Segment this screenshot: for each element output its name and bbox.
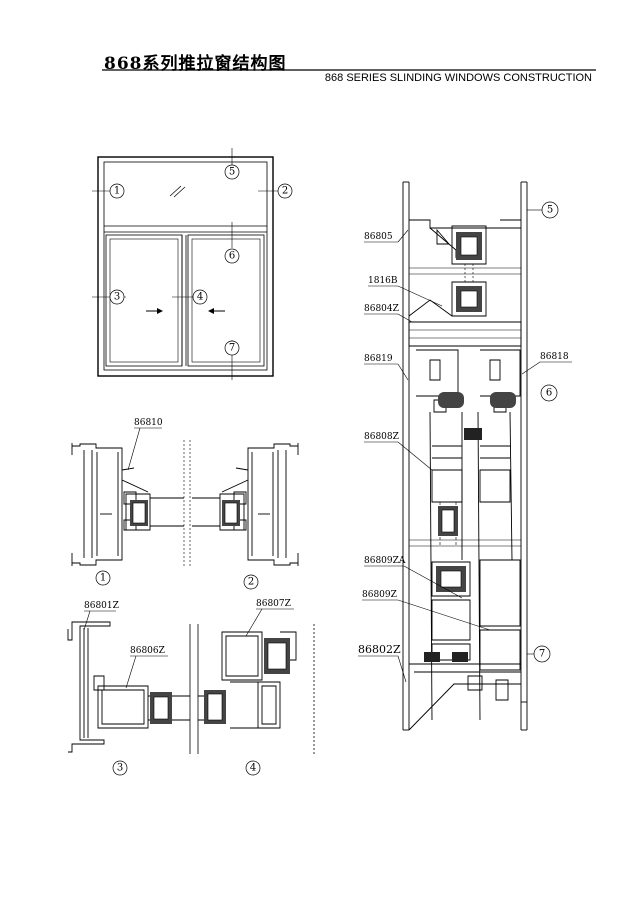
callout-3: 3	[109, 289, 125, 305]
callout-6: 6	[224, 248, 240, 264]
svg-text:5: 5	[229, 167, 235, 178]
page-title-en: 868 SERIES SLINDING WINDOWS CONSTRUCTION	[324, 72, 592, 84]
svg-text:1: 1	[100, 573, 106, 584]
callout-section-1: 1	[95, 570, 111, 586]
callout-section-2: 2	[243, 574, 259, 590]
svg-text:1: 1	[114, 186, 120, 197]
svg-text:86809ZA: 86809ZA	[364, 556, 406, 566]
label-86804Z: 86804Z	[364, 304, 413, 323]
svg-text:3: 3	[114, 292, 120, 303]
svg-text:86805: 86805	[364, 232, 393, 242]
vertical-section	[402, 181, 528, 731]
callout-section-4: 4	[245, 760, 261, 776]
section-2-jamb	[189, 440, 299, 566]
callout-section-3: 3	[112, 760, 128, 776]
slide-arrow-left-icon	[208, 308, 225, 314]
label-86819: 86819	[364, 354, 409, 381]
callout-4: 4	[192, 289, 208, 305]
svg-text:86810: 86810	[134, 418, 163, 428]
svg-text:6: 6	[229, 251, 235, 262]
page-title-cn: 868系列推拉窗结构图	[104, 54, 287, 74]
svg-text:2: 2	[248, 577, 254, 588]
svg-text:86807Z: 86807Z	[256, 599, 291, 609]
label-86808Z: 86808Z	[364, 432, 433, 471]
seal-3	[150, 692, 172, 724]
svg-text:5: 5	[547, 205, 553, 216]
label-86807Z: 86807Z	[245, 599, 294, 637]
svg-text:7: 7	[539, 649, 545, 660]
section-1-jamb	[71, 440, 185, 566]
vertical-seals	[424, 232, 516, 662]
slide-arrow-right-icon	[146, 308, 163, 314]
svg-text:4: 4	[197, 292, 203, 303]
svg-text:2: 2	[282, 186, 288, 197]
svg-text:86804Z: 86804Z	[364, 304, 399, 314]
seal-4	[204, 638, 290, 724]
label-86818: 86818	[521, 352, 572, 375]
callout-2: 2	[277, 183, 293, 199]
callout-7: 7	[224, 340, 240, 356]
svg-text:4: 4	[250, 763, 256, 774]
svg-text:86819: 86819	[364, 354, 393, 364]
callout-section-5: 5	[527, 201, 559, 219]
label-1816B: 1816B	[368, 276, 443, 307]
svg-text:86802Z: 86802Z	[358, 643, 401, 656]
seal-1	[130, 500, 148, 526]
callout-5: 5	[224, 164, 240, 180]
window-elevation	[92, 148, 280, 380]
svg-text:7: 7	[229, 343, 235, 354]
svg-text:86808Z: 86808Z	[364, 432, 399, 442]
svg-text:6: 6	[546, 388, 552, 399]
label-86809ZA: 86809ZA	[364, 556, 463, 599]
svg-text:86806Z: 86806Z	[130, 646, 165, 656]
label-86801Z: 86801Z	[83, 601, 119, 631]
label-86810: 86810	[127, 418, 163, 471]
callout-section-6: 6	[540, 384, 558, 402]
svg-text:1816B: 1816B	[368, 276, 398, 286]
label-86805: 86805	[364, 229, 409, 243]
svg-text:3: 3	[117, 763, 123, 774]
svg-text:86818: 86818	[540, 352, 569, 362]
svg-text:86809Z: 86809Z	[362, 590, 397, 600]
label-86806Z: 86806Z	[125, 646, 168, 689]
seal-2	[222, 500, 240, 526]
section-4-stile	[197, 624, 315, 754]
label-86809Z: 86809Z	[362, 590, 491, 631]
callout-1: 1	[109, 183, 125, 199]
section-3-frame	[67, 621, 191, 754]
callout-section-7: 7	[527, 645, 551, 663]
label-86802Z: 86802Z	[358, 643, 407, 683]
svg-text:86801Z: 86801Z	[84, 601, 119, 611]
